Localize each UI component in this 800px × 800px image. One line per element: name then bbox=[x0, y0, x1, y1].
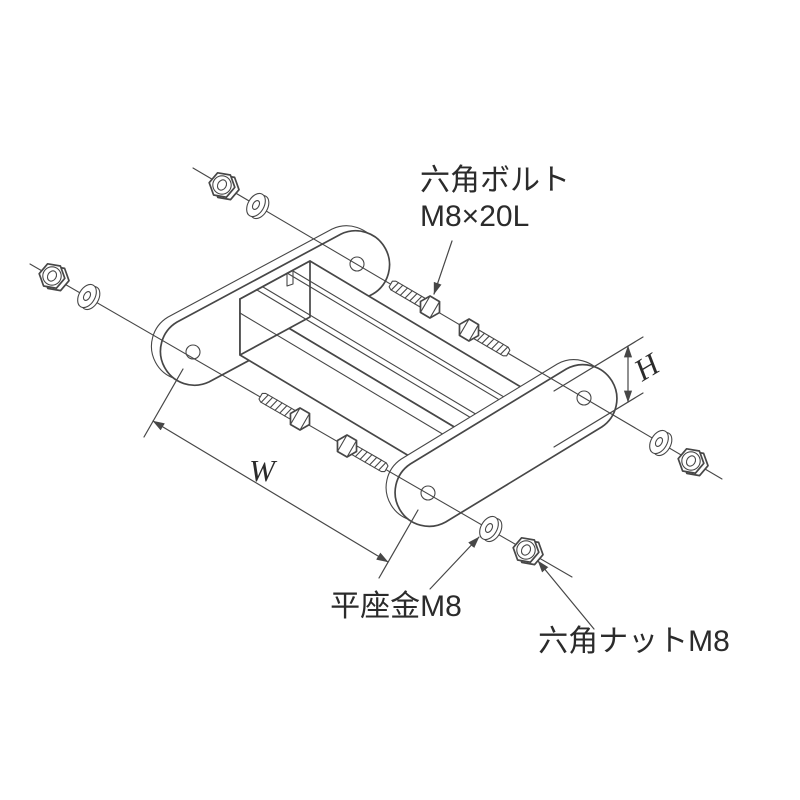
flat-washer bbox=[73, 280, 105, 314]
washer-callout-arrow bbox=[429, 536, 480, 590]
bolt-callout: 六角ボルト M8×20L bbox=[420, 164, 570, 295]
hex-nut bbox=[38, 262, 70, 292]
width-arrow bbox=[152, 420, 389, 563]
bolt-hole bbox=[420, 485, 436, 501]
rail-end-slot bbox=[286, 270, 294, 287]
hex-nut bbox=[512, 536, 544, 566]
bolt-label-size: M8×20L bbox=[420, 200, 529, 233]
flat-washer bbox=[645, 426, 677, 460]
flat-washer bbox=[475, 512, 507, 546]
width-label: W bbox=[249, 453, 278, 488]
bolt-hole bbox=[185, 344, 201, 360]
extension-line bbox=[143, 368, 184, 438]
bolt-label-name: 六角ボルト bbox=[420, 164, 570, 197]
hex-nut bbox=[677, 447, 709, 477]
rail-front-edge-line bbox=[239, 312, 472, 452]
axis-line-top bbox=[192, 167, 723, 480]
rail-slot-lines bbox=[256, 270, 525, 429]
height-label: H bbox=[627, 345, 666, 388]
bolt-hole bbox=[576, 390, 592, 406]
extension-line bbox=[378, 509, 419, 579]
bolt-hole bbox=[349, 256, 365, 272]
flat-washer bbox=[242, 189, 274, 223]
nut-label: 六角ナットM8 bbox=[538, 625, 730, 658]
hex-nut bbox=[208, 171, 240, 201]
washer-label: 平座金M8 bbox=[330, 590, 462, 623]
nut-callout: 六角ナットM8 bbox=[537, 560, 730, 658]
width-dimension: W bbox=[143, 368, 419, 579]
bolt-callout-arrow bbox=[433, 240, 453, 295]
right-end-plate bbox=[385, 359, 618, 528]
channel-rail bbox=[239, 260, 542, 494]
washer-callout: 平座金M8 bbox=[330, 536, 480, 623]
nut-callout-arrow bbox=[537, 560, 595, 630]
